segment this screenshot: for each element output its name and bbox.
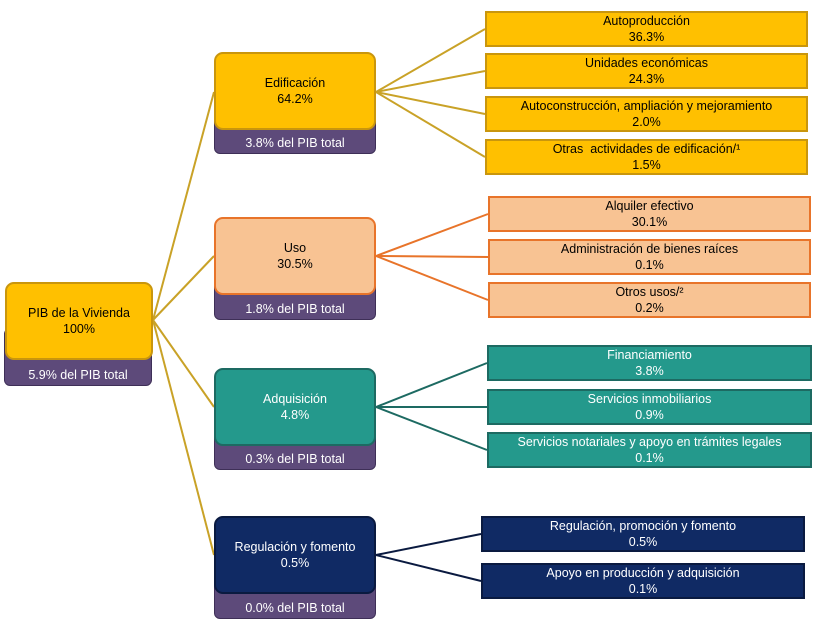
apoyo-produccion-label: Apoyo en producción y adquisición	[546, 566, 740, 580]
regulacion-node: Regulación y fomento 0.5%	[214, 516, 376, 594]
uso-node: Uso 30.5%	[214, 217, 376, 295]
autoconstruccion-label: Autoconstrucción, ampliación y mejoramie…	[520, 99, 773, 113]
adquisicion-node: Adquisición 4.8%	[214, 368, 376, 446]
otras-edificacion-label: Otras actividades de edificación/¹	[552, 142, 741, 156]
adquisicion-title: Adquisición	[263, 392, 327, 406]
unidades-economicas-label: Unidades económicas	[585, 56, 708, 70]
root-to-edificacion-line	[152, 91, 215, 321]
uso-share-text: 1.8% del PIB total	[245, 302, 345, 316]
root-to-adquisicion-line	[152, 319, 215, 408]
otras-edificacion-box: Otras actividades de edificación/¹ 1.5%	[485, 139, 808, 175]
servicios-inmobiliarios-label: Servicios inmobiliarios	[587, 392, 712, 406]
root-to-uso-line	[152, 255, 215, 321]
administracion-bienes-box: Administración de bienes raíces 0.1%	[488, 239, 811, 275]
autoconstruccion-value: 2.0%	[632, 115, 661, 129]
financiamiento-value: 3.8%	[635, 364, 664, 378]
servicios-inmobiliarios-box: Servicios inmobiliarios 0.9%	[487, 389, 812, 425]
edificacion-title: Edificación	[264, 76, 326, 90]
alquiler-efectivo-value: 30.1%	[631, 215, 668, 229]
regulacion-to-apoyo-line	[375, 554, 482, 582]
servicios-notariales-value: 0.1%	[635, 451, 664, 465]
edificacion-share-text: 3.8% del PIB total	[245, 136, 345, 150]
financiamiento-box: Financiamiento 3.8%	[487, 345, 812, 381]
regulacion-promocion-value: 0.5%	[628, 535, 658, 549]
alquiler-efectivo-label: Alquiler efectivo	[605, 199, 694, 213]
uso-to-administracion-line	[375, 255, 489, 258]
administracion-bienes-value: 0.1%	[635, 258, 664, 272]
servicios-notariales-box: Servicios notariales y apoyo en trámites…	[487, 432, 812, 468]
autoproduccion-box: Autoproducción 36.3%	[485, 11, 808, 47]
regulacion-share-text: 0.0% del PIB total	[245, 601, 345, 615]
uso-title: Uso	[283, 241, 307, 255]
apoyo-produccion-value: 0.1%	[628, 582, 658, 596]
administracion-bienes-label: Administración de bienes raíces	[560, 242, 739, 256]
unidades-economicas-value: 24.3%	[628, 72, 665, 86]
otros-usos-label: Otros usos/²	[615, 285, 684, 299]
servicios-inmobiliarios-value: 0.9%	[635, 408, 664, 422]
servicios-notariales-label: Servicios notariales y apoyo en trámites…	[517, 435, 782, 449]
adquisicion-share-text: 0.3% del PIB total	[245, 452, 345, 466]
regulacion-value: 0.5%	[280, 556, 310, 570]
autoconstruccion-box: Autoconstrucción, ampliación y mejoramie…	[485, 96, 808, 132]
edificacion-value: 64.2%	[277, 92, 313, 106]
edificacion-node: Edificación 64.2%	[214, 52, 376, 130]
edificacion-to-otras-line	[375, 91, 486, 158]
root-value: 100%	[63, 322, 95, 336]
uso-value: 30.5%	[277, 257, 313, 271]
otros-usos-box: Otros usos/² 0.2%	[488, 282, 811, 318]
adquisicion-value: 4.8%	[280, 408, 310, 422]
adquisicion-to-financiamiento-line	[375, 362, 488, 408]
financiamiento-label: Financiamiento	[607, 348, 692, 362]
autoproduccion-label: Autoproducción	[603, 14, 690, 28]
alquiler-efectivo-box: Alquiler efectivo 30.1%	[488, 196, 811, 232]
uso-to-alquiler-line	[375, 213, 489, 257]
regulacion-promocion-box: Regulación, promoción y fomento 0.5%	[481, 516, 805, 552]
root-to-regulacion-line	[152, 319, 215, 556]
otras-edificacion-value: 1.5%	[632, 158, 661, 172]
apoyo-produccion-box: Apoyo en producción y adquisición 0.1%	[481, 563, 805, 599]
unidades-economicas-box: Unidades económicas 24.3%	[485, 53, 808, 89]
uso-to-otros-usos-line	[375, 255, 489, 301]
regulacion-to-promocion-line	[375, 533, 482, 556]
root-share-text: 5.9% del PIB total	[28, 368, 128, 382]
root-title: PIB de la Vivienda	[28, 306, 130, 320]
root-node: PIB de la Vivienda 100%	[5, 282, 153, 360]
edificacion-to-autoconstruccion-line	[375, 91, 486, 115]
adquisicion-to-notariales-line	[375, 406, 488, 451]
autoproduccion-value: 36.3%	[628, 30, 665, 44]
regulacion-title: Regulación y fomento	[234, 540, 356, 554]
edificacion-to-autoproduccion-line	[375, 28, 486, 93]
regulacion-promocion-label: Regulación, promoción y fomento	[549, 519, 737, 533]
edificacion-to-unidades-line	[375, 70, 486, 93]
otros-usos-value: 0.2%	[635, 301, 664, 315]
